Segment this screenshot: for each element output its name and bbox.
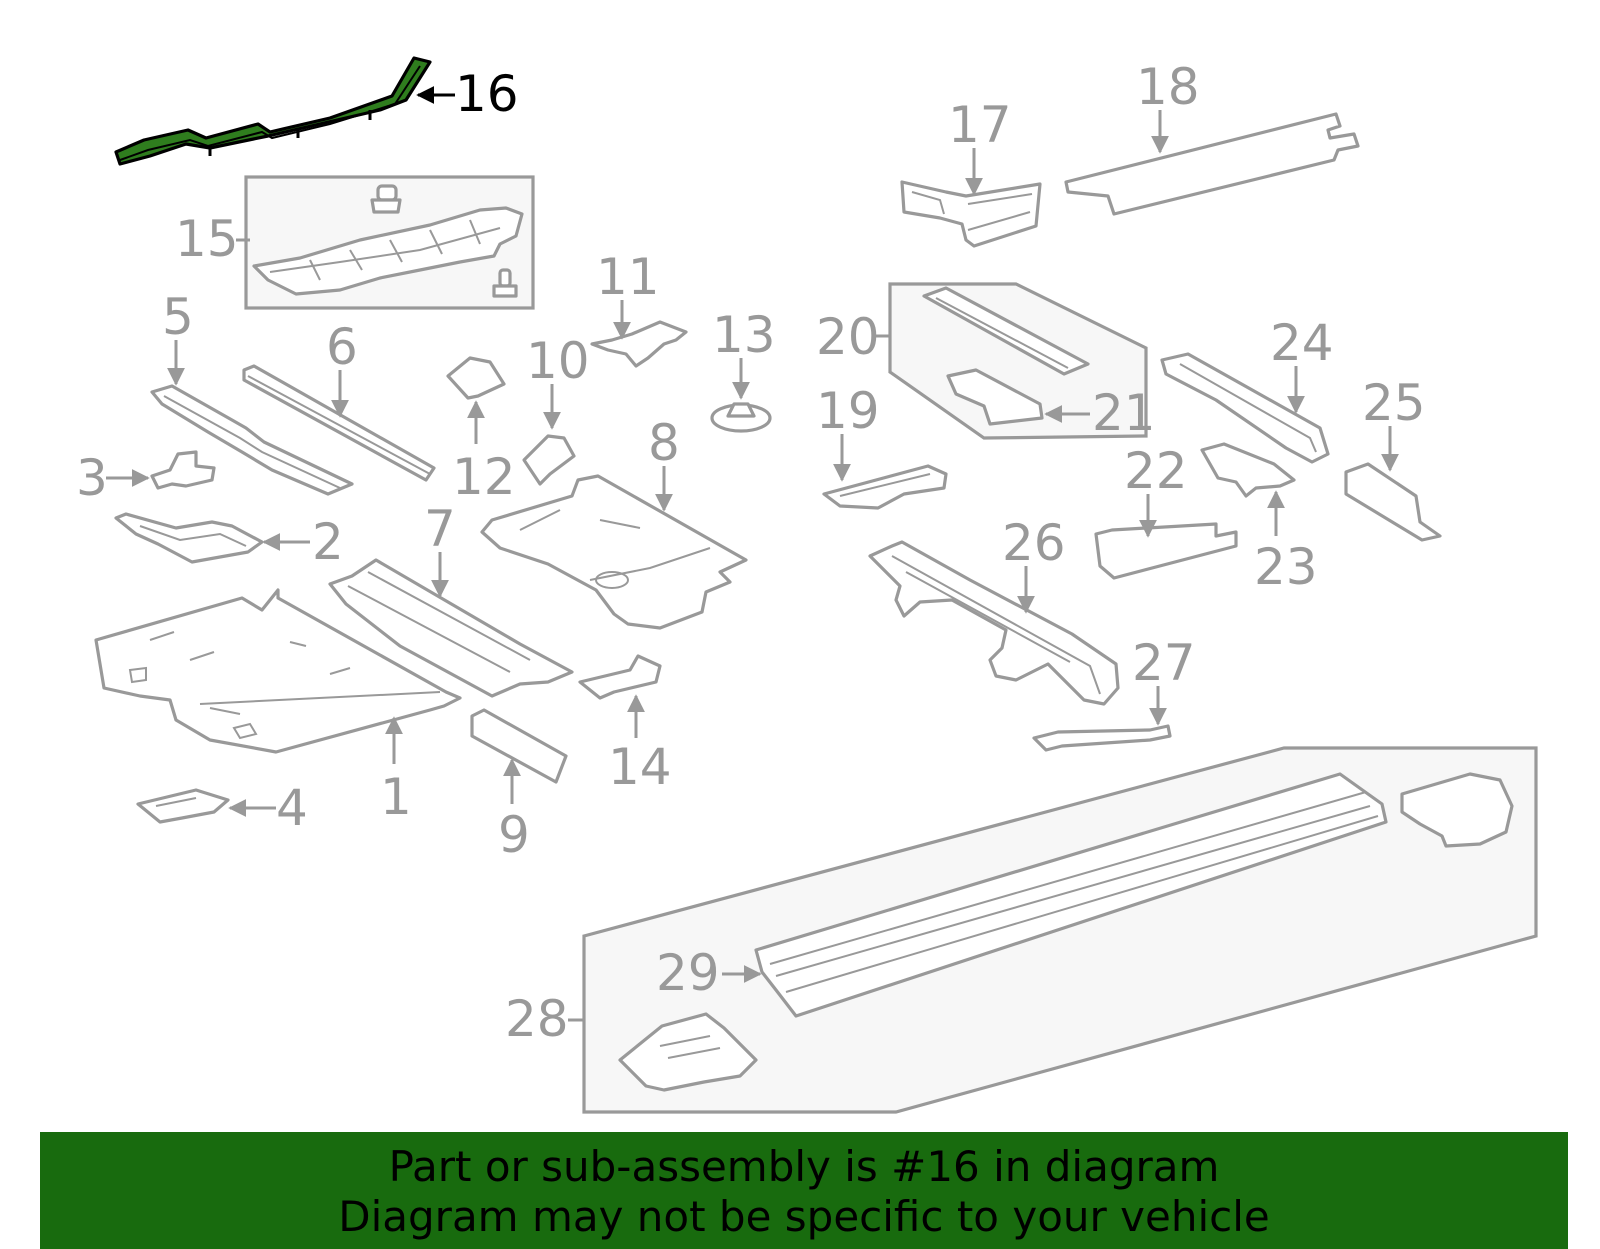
callout-22: 22	[1124, 442, 1188, 500]
banner-line-2: Diagram may not be specific to your vehi…	[338, 1192, 1270, 1241]
part-17	[900, 148, 1042, 248]
part-14	[578, 654, 662, 738]
callout-2: 2	[312, 513, 344, 571]
callout-14: 14	[608, 738, 672, 796]
callout-21: 21	[1092, 384, 1156, 442]
callout-20: 20	[816, 308, 880, 366]
callout-9: 9	[498, 806, 530, 864]
part-6	[242, 364, 436, 482]
callout-12: 12	[452, 448, 516, 506]
part-8	[480, 466, 748, 630]
callout-15: 15	[175, 210, 239, 268]
part-22	[1094, 494, 1238, 580]
part-25	[1344, 426, 1442, 542]
callout-11: 11	[596, 248, 660, 306]
callout-6: 6	[326, 318, 358, 376]
callout-28: 28	[505, 990, 569, 1048]
callout-3: 3	[76, 449, 108, 507]
callout-13: 13	[712, 306, 776, 364]
callout-29: 29	[656, 944, 720, 1002]
callout-5: 5	[162, 288, 194, 346]
callout-8: 8	[648, 414, 680, 472]
callout-23: 23	[1254, 538, 1318, 596]
part-23	[1200, 442, 1296, 536]
callout-25: 25	[1362, 374, 1426, 432]
callout-16: 16	[455, 65, 519, 123]
part-20-box	[872, 282, 1148, 440]
part-5	[150, 340, 354, 496]
part-13	[710, 358, 772, 433]
part-12	[446, 356, 506, 444]
part-1	[94, 588, 462, 764]
callout-26: 26	[1002, 514, 1066, 572]
info-banner: Part or sub-assembly is #16 in diagram D…	[40, 1132, 1568, 1249]
part-4	[136, 788, 276, 824]
part-24	[1160, 352, 1330, 464]
banner-line-1: Part or sub-assembly is #16 in diagram	[388, 1142, 1220, 1191]
part-19	[822, 434, 948, 510]
callout-27: 27	[1132, 634, 1196, 692]
part-3	[106, 450, 216, 490]
callout-10: 10	[526, 332, 590, 390]
callout-19: 19	[816, 382, 880, 440]
part-28-box	[568, 746, 1538, 1114]
part-18	[1064, 110, 1360, 216]
callout-18: 18	[1136, 58, 1200, 116]
callout-17: 17	[948, 96, 1012, 154]
callout-24: 24	[1270, 314, 1334, 372]
part-7	[328, 552, 574, 698]
callout-4: 4	[276, 779, 308, 837]
part-11	[590, 300, 688, 368]
callout-1: 1	[380, 768, 412, 826]
part-9	[470, 708, 568, 804]
part-10	[522, 384, 576, 486]
part-26	[868, 540, 1120, 706]
part-27	[1032, 686, 1172, 752]
callout-7: 7	[424, 500, 456, 558]
part-16-highlighted[interactable]	[114, 56, 455, 166]
part-15-box	[236, 175, 535, 310]
part-2	[114, 512, 310, 564]
